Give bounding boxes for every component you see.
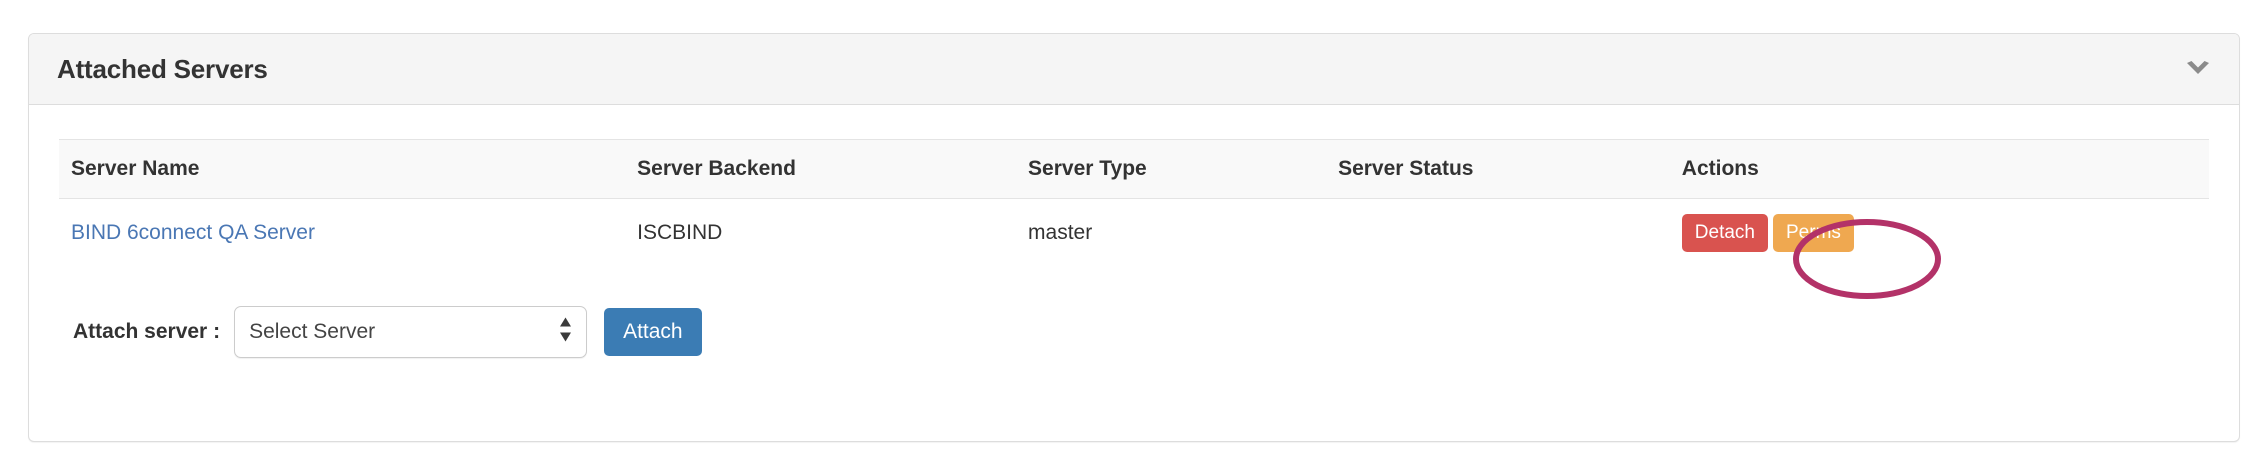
column-header-server-type: Server Type (1016, 139, 1327, 199)
column-header-server-status: Server Status (1326, 139, 1670, 199)
cell-server-type: master (1016, 198, 1327, 268)
attached-servers-table: Server Name Server Backend Server Type S… (59, 139, 2209, 268)
table-body: BIND 6connect QA Server ISCBIND master D… (59, 198, 2209, 268)
attach-button[interactable]: Attach (604, 308, 702, 356)
server-select-wrapper[interactable]: Select Server (234, 306, 588, 358)
server-select-value: Select Server (249, 320, 376, 343)
server-name-link[interactable]: BIND 6connect QA Server (71, 221, 315, 244)
server-select[interactable]: Select Server (234, 306, 588, 358)
detach-button[interactable]: Detach (1681, 214, 1768, 252)
table-header: Server Name Server Backend Server Type S… (59, 139, 2209, 199)
cell-server-status (1326, 198, 1670, 268)
panel-body: Server Name Server Backend Server Type S… (29, 105, 2239, 358)
table-header-row: Server Name Server Backend Server Type S… (59, 139, 2209, 199)
attach-server-label: Attach server : (73, 320, 221, 343)
column-header-server-backend: Server Backend (625, 139, 1017, 199)
table-row: BIND 6connect QA Server ISCBIND master D… (59, 198, 2209, 268)
perms-button[interactable]: Perms (1773, 214, 1854, 252)
attached-servers-panel: Attached Servers Server Name Server Back… (28, 33, 2240, 442)
chevron-down-icon[interactable] (2181, 52, 2215, 86)
column-header-actions: Actions (1669, 139, 2209, 199)
page-title: Attached Servers (57, 53, 268, 84)
cell-server-backend: ISCBIND (625, 198, 1017, 268)
attach-server-form: Attach server : Select Server Attach (59, 268, 2209, 358)
cell-server-name: BIND 6connect QA Server (59, 198, 626, 268)
panel-header: Attached Servers (29, 34, 2239, 105)
column-header-server-name: Server Name (59, 139, 626, 199)
